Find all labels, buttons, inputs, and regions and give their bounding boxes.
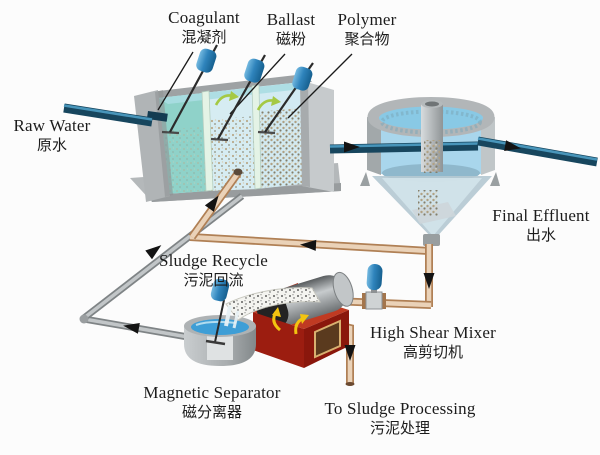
polymer-leader-line [287,53,353,119]
flow-arrow-down-icon [344,345,356,361]
label-coagulant-zh: 混凝剂 [181,30,227,47]
pipe-open-end [345,382,355,386]
floc-in-feed-well [424,140,440,173]
bowl-mixer-motor [210,278,230,302]
high-shear-mixer-unit [362,264,386,310]
flow-arrow-upright-icon [145,245,162,260]
raw-water-pipe [63,103,153,127]
mixer-motor-2 [244,58,265,83]
ballast-leader-line [229,53,286,115]
pipe-elbow [79,314,89,324]
flow-arrow-right-icon [504,140,521,152]
separator-front-face [253,312,304,368]
label-raw-water: Raw Water 原水 [2,116,102,157]
flow-arrow-upright-icon [204,195,219,212]
label-magnetic-separator-en: Magnetic Separator [143,383,281,402]
label-polymer-en: Polymer [337,10,397,29]
label-ballast-zh: 磁粉 [275,32,306,49]
label-raw-water-en: Raw Water [13,116,91,135]
ballast-mixing-bowl [184,278,256,366]
label-high-shear-mixer: High Shear Mixer 高剪切机 [362,323,504,364]
label-ballast: Ballast 磁粉 [252,10,330,51]
label-sludge-recycle-en: Sludge Recycle [158,251,269,270]
label-to-sludge-processing-zh: 污泥处理 [369,421,430,438]
flow-arrow-left-icon [300,239,317,251]
mixer-motor-1 [196,48,217,73]
label-raw-water-zh: 原水 [36,138,67,155]
clarifier-underflow-outlet [423,234,440,246]
label-high-shear-mixer-en: High Shear Mixer [370,323,496,342]
mixer-motor-3 [292,66,313,91]
label-coagulant-en: Coagulant [168,8,240,27]
separator-opening [314,319,341,359]
label-sludge-recycle: Sludge Recycle 污泥回流 [136,251,291,292]
label-magnetic-separator: Magnetic Separator 磁分离器 [132,383,292,424]
divider-wall-1 [201,90,214,192]
label-high-shear-mixer-zh: 高剪切机 [402,345,463,362]
label-final-effluent: Final Effluent 出水 [486,206,596,247]
recycle-discharge-tip [233,168,243,176]
final-effluent-pipe [477,136,598,167]
floc-in-cone [418,190,438,216]
bowl-mixer-shaft [214,299,225,343]
flow-arrow-left-icon [123,322,140,334]
water-surface [158,82,311,104]
coagulant-leader-line [157,51,194,111]
label-final-effluent-en: Final Effluent [492,206,590,225]
floc-compartment-2 [206,116,257,191]
label-to-sludge-processing: To Sludge Processing 污泥处理 [298,399,502,440]
label-polymer-zh: 聚合物 [344,32,390,49]
magnetite-sheet [224,287,321,329]
label-coagulant: Coagulant 混凝剂 [148,8,260,49]
pour-stream [224,305,232,327]
flow-arrow-right-icon [344,141,360,153]
label-sludge-recycle-zh: 污泥回流 [183,273,244,290]
label-magnetic-separator-zh: 磁分离器 [181,405,242,422]
label-to-sludge-processing-en: To Sludge Processing [324,399,476,418]
label-leader-lines [157,51,353,119]
flow-arrow-icons [123,140,521,361]
flow-arrow-down-icon [423,273,435,289]
label-final-effluent-zh: 出水 [525,228,556,245]
high-shear-mixer-motor [366,264,383,291]
impellers [161,130,276,142]
label-polymer: Polymer 聚合物 [322,10,412,51]
mixer-housing [365,291,383,310]
label-ballast-en: Ballast [266,10,316,29]
clarifier-top [360,97,500,246]
bowl-impeller [205,339,226,346]
floc-compartment-3 [256,108,302,188]
